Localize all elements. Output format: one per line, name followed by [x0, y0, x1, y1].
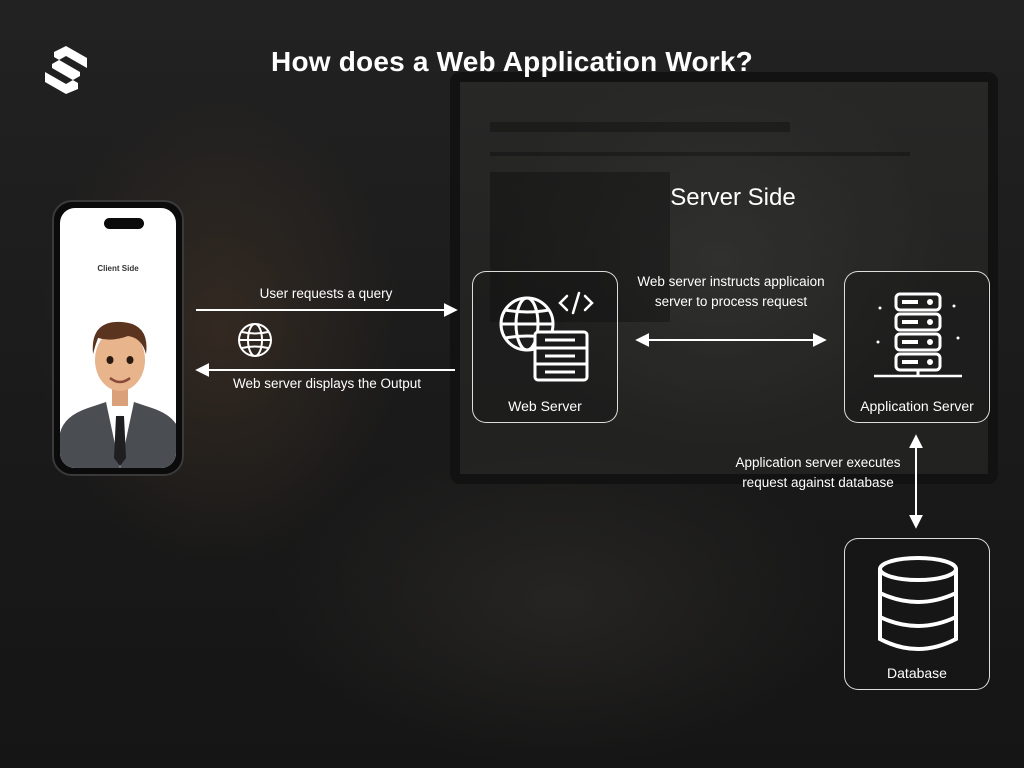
web-to-app-caption: Web server instructs applicaion server t… [637, 274, 825, 309]
web-server-icon [499, 291, 594, 382]
monitor-decoration [490, 152, 910, 156]
application-server-label: Application Server [860, 398, 974, 414]
phone-notch [104, 218, 144, 229]
phone-screen: Client Side [60, 208, 176, 468]
request-caption: User requests a query [259, 286, 393, 301]
code-icon [558, 291, 594, 315]
user-avatar [60, 321, 176, 468]
web-server-node: Web Server [472, 271, 618, 423]
application-server-icon [874, 292, 962, 378]
monitor-decoration [490, 172, 670, 322]
server-side-label: Server Side [670, 184, 796, 211]
monitor-decoration [490, 122, 790, 132]
application-server-node: Application Server [844, 271, 990, 423]
client-phone: Client Side [52, 200, 184, 476]
response-caption: Web server displays the Output [232, 376, 422, 391]
client-side-label: Client Side [97, 264, 139, 273]
database-node: Database [844, 538, 990, 690]
brand-logo-icon [45, 46, 87, 94]
globe-icon [238, 323, 272, 357]
app-to-db-caption: Application server executes request agai… [735, 455, 901, 490]
web-server-label: Web Server [508, 398, 582, 414]
database-label: Database [887, 665, 947, 681]
background-monitor [450, 72, 998, 484]
page-title: How does a Web Application Work? [271, 46, 753, 77]
database-icon [878, 556, 958, 651]
